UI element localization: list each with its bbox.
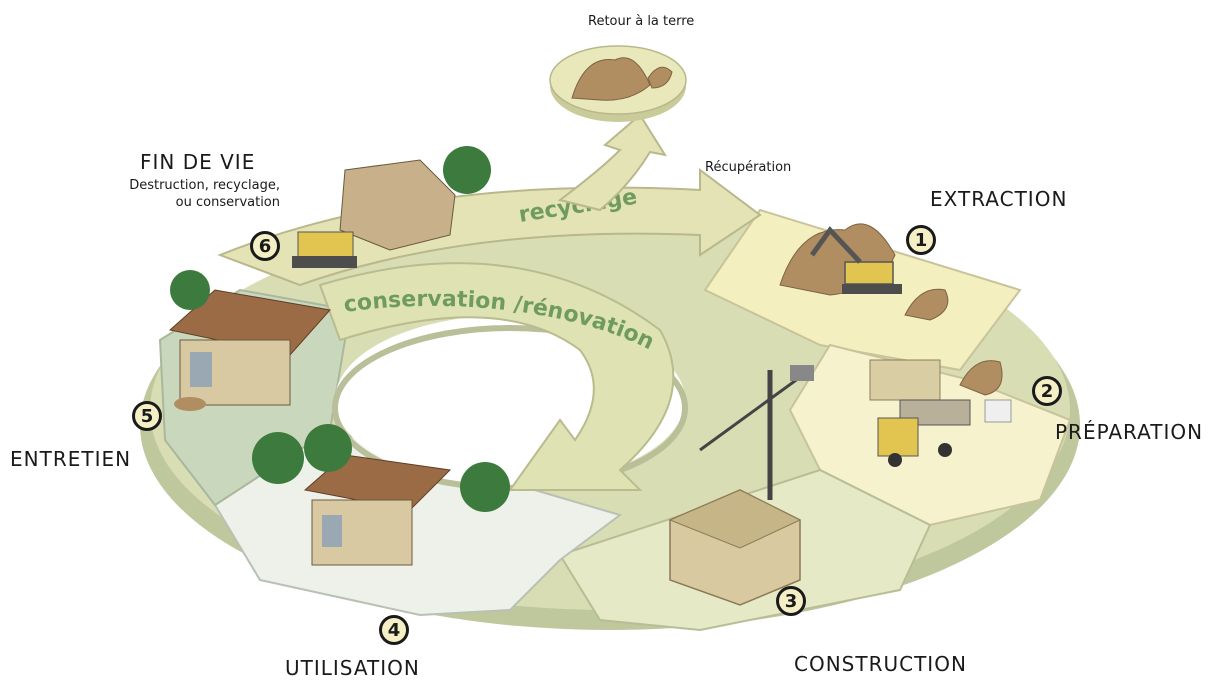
earth-chunk-top — [647, 66, 673, 89]
block-pallet-icon — [869, 359, 941, 401]
earth-pile-preparation — [959, 360, 1003, 396]
stage-subtitle-fin-de-vie: Destruction, recyclage, ou conservation — [70, 177, 280, 211]
earth-pile-top — [571, 57, 651, 101]
stage-badge-4: 4 — [379, 615, 409, 645]
tree-icon-4 — [170, 270, 210, 310]
recovery-label: Récupération — [705, 160, 792, 175]
excavator-body-icon — [844, 261, 894, 285]
ring-center-hole-rim — [332, 325, 688, 491]
house-window-entretien — [190, 352, 212, 387]
wall-top-icon — [668, 489, 802, 549]
truck-cab-icon — [877, 417, 919, 457]
stage-title-utilisation: UTILISATION — [285, 656, 420, 680]
truck-wheel-icon — [888, 453, 902, 467]
house-walls-utilisation — [311, 499, 413, 566]
sack-icon — [984, 399, 1012, 423]
stage-badge-5: 5 — [132, 401, 162, 431]
truck-wheel-icon-2 — [938, 443, 952, 457]
earth-patch-icon — [174, 397, 206, 411]
earth-pile-extraction-2 — [904, 288, 949, 321]
subtitle-line-1: Destruction, recyclage, — [129, 178, 280, 193]
conservation-arrow — [318, 262, 675, 491]
ruins-icon — [339, 159, 456, 251]
stage-badge-3: 3 — [776, 586, 806, 616]
stage-title-preparation: PRÉPARATION — [1055, 420, 1204, 444]
stage-title-entretien: ENTRETIEN — [10, 447, 132, 471]
crane-counterweight-icon — [790, 365, 814, 381]
stage-badge-1: 1 — [906, 225, 936, 255]
tree-icon-2 — [304, 424, 352, 472]
stage-title-fin-de-vie: FIN DE VIE — [140, 150, 256, 174]
stage-title-extraction: EXTRACTION — [930, 187, 1068, 211]
stage-badge-2: 2 — [1032, 376, 1062, 406]
tree-icon — [252, 432, 304, 484]
stage-badge-6: 6 — [250, 231, 280, 261]
house-window-utilisation — [322, 515, 342, 547]
excavator-tracks-icon — [842, 284, 902, 294]
excavator-arm-icon — [809, 226, 862, 264]
bulldozer-body-icon — [297, 231, 354, 258]
bulldozer-tracks-icon — [292, 256, 357, 268]
tree-icon-3 — [460, 462, 510, 512]
stage-title-construction: CONSTRUCTION — [794, 652, 967, 676]
tree-icon-5 — [443, 146, 491, 194]
return-to-earth-label: Retour à la terre — [588, 14, 695, 29]
subtitle-line-2: ou conservation — [175, 195, 280, 210]
crane-jib-icon — [699, 368, 811, 452]
return-to-earth-arrow — [557, 113, 668, 212]
